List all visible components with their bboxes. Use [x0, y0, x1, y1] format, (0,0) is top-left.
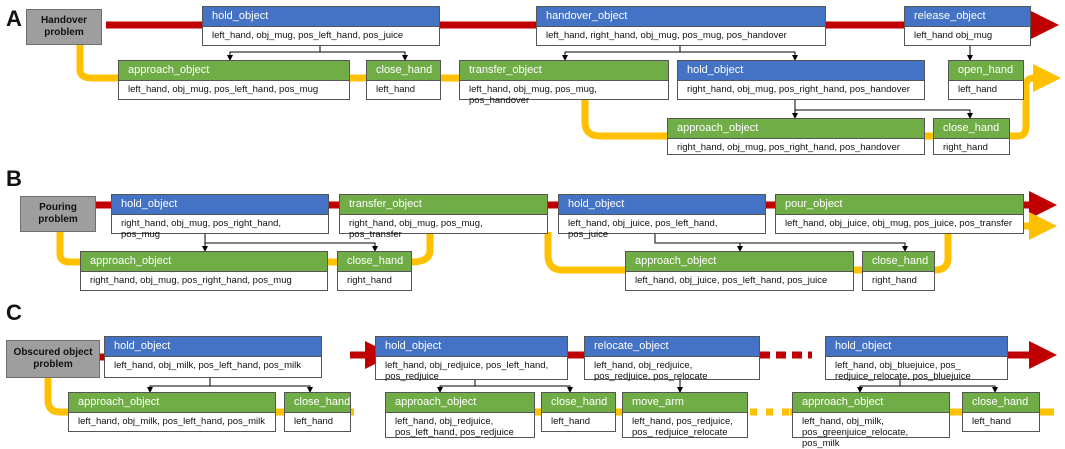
node-title: approach_object — [668, 119, 924, 139]
hierarchy-arrows-c — [147, 378, 998, 393]
node-title: open_hand — [949, 61, 1023, 81]
panel-letter-b: B — [6, 166, 22, 191]
node-args: right_hand, obj_mug, pos_right_hand, pos… — [121, 218, 282, 240]
panel-letter-c: C — [6, 300, 22, 325]
node-title: approach_object — [386, 393, 534, 413]
node-args: left_hand — [294, 416, 334, 427]
node-c-close-hand: close_hand left_hand — [284, 392, 351, 432]
hierarchy-arrows-a — [227, 45, 973, 119]
node-title: relocate_object — [585, 337, 759, 357]
node-args: left_hand, obj_milk, pos_left_hand, pos_… — [78, 416, 265, 427]
node-b-hold-object: hold_object right_hand, obj_mug, pos_rig… — [111, 194, 329, 240]
hierarchy-arrows-b — [202, 234, 908, 252]
node-args: left_hand, obj_bluejuice, pos_ redjuice_… — [835, 360, 971, 382]
node-args: left_hand, obj_juice, pos_left_hand, pos… — [635, 275, 828, 286]
node-title: hold_object — [559, 195, 765, 215]
node-b-close-hand: close_hand right_hand — [337, 251, 412, 291]
node-title: close_hand — [934, 119, 1009, 139]
node-args: left_hand, obj_mug, pos_left_hand, pos_m… — [128, 84, 319, 95]
node-a-hold-object-right: hold_object right_hand, obj_mug, pos_rig… — [677, 60, 925, 100]
node-args: left_hand, obj_milk, pos_left_hand, pos_… — [114, 360, 301, 371]
node-title: hold_object — [826, 337, 1007, 357]
node-title: move_arm — [623, 393, 747, 413]
problem-box-pouring: Pouring problem — [20, 196, 96, 232]
node-title: close_hand — [338, 252, 411, 272]
node-title: transfer_object — [460, 61, 668, 81]
yellow-flow-path-b — [56, 222, 1036, 274]
node-args: right_hand — [347, 275, 392, 286]
node-title: close_hand — [542, 393, 615, 413]
node-a-transfer-object: transfer_object left_hand, obj_mug, pos_… — [459, 60, 669, 106]
node-args: left_hand, pos_redjuice, pos_ redjuice_r… — [632, 416, 733, 438]
node-b-pour-object: pour_object left_hand, obj_juice, obj_mu… — [775, 194, 1024, 234]
node-args: left_hand — [972, 416, 1012, 427]
node-args: left_hand, obj_mug, pos_left_hand, pos_j… — [212, 30, 404, 41]
node-title: transfer_object — [340, 195, 547, 215]
node-title: hold_object — [112, 195, 328, 215]
node-b-approach-object: approach_object right_hand, obj_mug, pos… — [80, 251, 328, 291]
node-args: left_hand, obj_redjuice, pos_redjuice, p… — [594, 360, 708, 382]
node-a-open-hand: open_hand left_hand — [948, 60, 1024, 100]
node-c-relocate-object: relocate_object left_hand, obj_redjuice,… — [584, 336, 760, 382]
node-a-approach-object-right: approach_object right_hand, obj_mug, pos… — [667, 118, 925, 155]
node-args: left_hand, right_hand, obj_mug, pos_mug,… — [546, 30, 787, 41]
node-b-transfer-object: transfer_object right_hand, obj_mug, pos… — [339, 194, 548, 240]
node-b-hold-object-left: hold_object left_hand, obj_juice, pos_le… — [558, 194, 766, 240]
node-title: close_hand — [367, 61, 440, 81]
node-a-close-hand-right: close_hand right_hand — [933, 118, 1010, 155]
node-args: right_hand, obj_mug, pos_right_hand, pos… — [90, 275, 292, 286]
node-title: close_hand — [863, 252, 934, 272]
node-c-hold-object: hold_object left_hand, obj_milk, pos_lef… — [104, 336, 322, 378]
node-c-close-hand-2: close_hand left_hand — [541, 392, 616, 432]
node-args: right_hand, obj_mug, pos_right_hand, pos… — [677, 142, 900, 153]
node-a-hold-object: hold_object left_hand, obj_mug, pos_left… — [202, 6, 440, 46]
panel-letter-a: A — [6, 6, 22, 31]
node-title: approach_object — [626, 252, 853, 272]
yellow-flow-path-a — [76, 45, 1040, 140]
node-a-release-object: release_object left_hand obj_mug — [904, 6, 1031, 46]
node-title: approach_object — [81, 252, 327, 272]
node-args: right_hand — [943, 142, 988, 153]
node-title: release_object — [905, 7, 1030, 27]
node-args: left_hand — [958, 84, 998, 95]
node-b-approach-object-left: approach_object left_hand, obj_juice, po… — [625, 251, 854, 291]
node-args: left_hand, obj_juice, obj_mug, pos_juice… — [785, 218, 1013, 229]
node-c-move-arm: move_arm left_hand, pos_redjuice, pos_ r… — [622, 392, 748, 438]
problem-box-obscured: Obscured object problem — [6, 340, 100, 378]
node-args: left_hand, obj_milk, pos_greenjuice_relo… — [802, 416, 909, 449]
node-args: left_hand, obj_juice, pos_left_hand, pos… — [568, 218, 718, 240]
node-c-hold-object-bluejuice: hold_object left_hand, obj_bluejuice, po… — [825, 336, 1008, 382]
node-c-hold-object-redjuice: hold_object left_hand, obj_redjuice, pos… — [375, 336, 568, 382]
node-args: left_hand, obj_redjuice, pos_left_hand, … — [385, 360, 549, 382]
node-c-approach-object-redjuice: approach_object left_hand, obj_redjuice,… — [385, 392, 535, 438]
node-title: approach_object — [69, 393, 275, 413]
node-a-approach-object: approach_object left_hand, obj_mug, pos_… — [118, 60, 350, 100]
node-args: right_hand, obj_mug, pos_right_hand, pos… — [687, 84, 910, 95]
node-title: hold_object — [105, 337, 321, 357]
node-args: right_hand, obj_mug, pos_mug, pos_transf… — [349, 218, 483, 240]
node-b-close-hand-right: close_hand right_hand — [862, 251, 935, 291]
node-args: left_hand, obj_redjuice, pos_left_hand, … — [395, 416, 514, 438]
node-c-close-hand-3: close_hand left_hand — [962, 392, 1040, 432]
problem-box-handover: Handover problem — [26, 9, 102, 45]
node-args: right_hand — [872, 275, 917, 286]
node-title: hold_object — [678, 61, 924, 81]
node-a-close-hand: close_hand left_hand — [366, 60, 441, 100]
node-a-handover-object: handover_object left_hand, right_hand, o… — [536, 6, 826, 46]
node-args: left_hand, obj_mug, pos_mug, pos_handove… — [469, 84, 597, 106]
node-title: approach_object — [119, 61, 349, 81]
node-title: close_hand — [963, 393, 1039, 413]
node-title: approach_object — [793, 393, 949, 413]
node-args: left_hand obj_mug — [914, 30, 993, 41]
node-c-approach-object: approach_object left_hand, obj_milk, pos… — [68, 392, 276, 432]
node-title: close_hand — [285, 393, 350, 413]
node-title: pour_object — [776, 195, 1023, 215]
node-c-approach-object-milk: approach_object left_hand, obj_milk, pos… — [792, 392, 950, 449]
node-args: left_hand — [376, 84, 416, 95]
node-title: hold_object — [376, 337, 567, 357]
node-args: left_hand — [551, 416, 591, 427]
node-title: handover_object — [537, 7, 825, 27]
node-title: hold_object — [203, 7, 439, 27]
